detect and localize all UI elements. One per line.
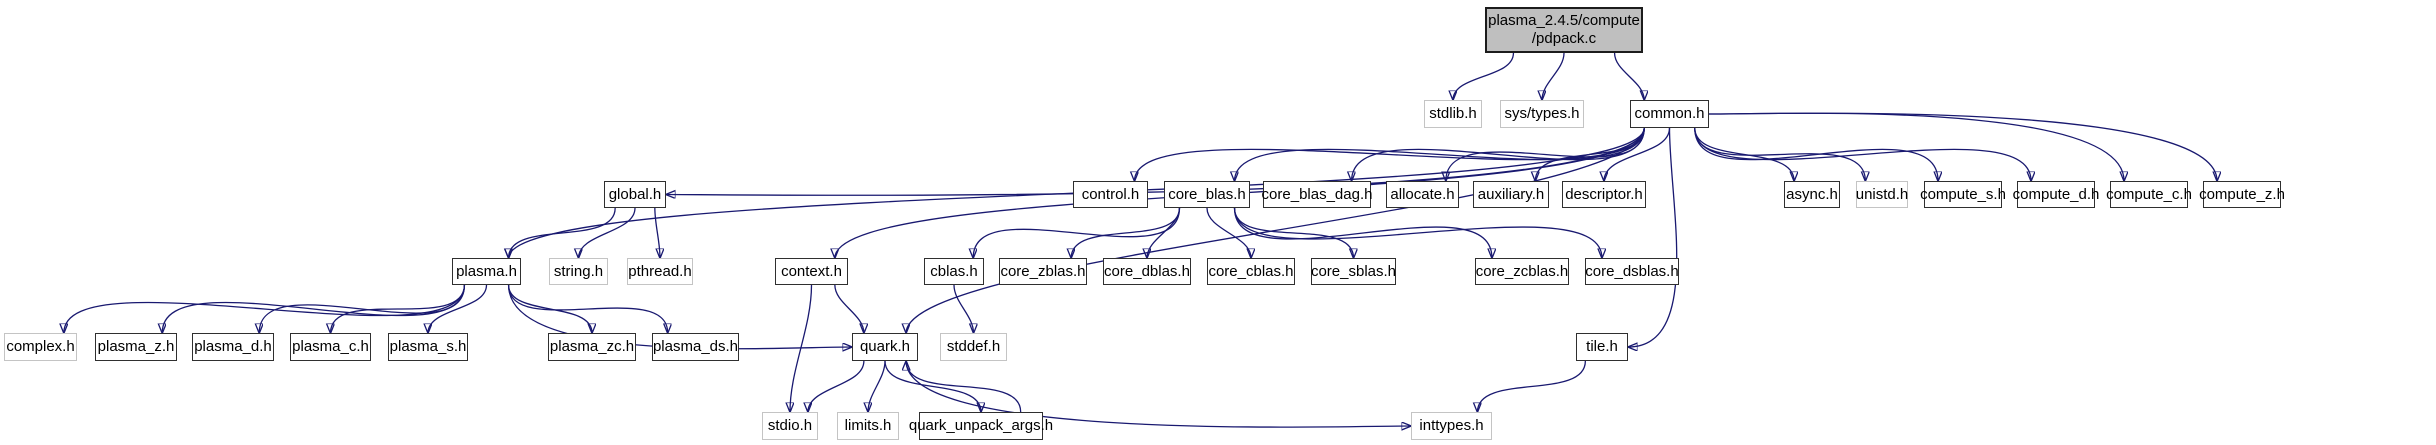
edge-quark-to-stdio (808, 360, 865, 412)
edge-pdpack-to-systypes (1542, 52, 1565, 100)
graph-node-stdlib: stdlib.h (1424, 100, 1482, 128)
graph-node-stdio: stdio.h (762, 412, 818, 440)
graph-node-inttypes: inttypes.h (1411, 412, 1492, 440)
graph-node-core_zblas[interactable]: core_zblas.h (999, 258, 1087, 285)
edge-cblas-to-stddef (953, 284, 974, 333)
graph-node-core_cblas[interactable]: core_cblas.h (1207, 258, 1295, 285)
edge-plasma-to-complex (64, 284, 466, 333)
edge-core_blas-to-core_sblas (1233, 207, 1354, 258)
graph-node-plasma_z[interactable]: plasma_z.h (95, 333, 177, 361)
graph-node-limits: limits.h (837, 412, 899, 440)
edge-quark-to-quark_unpack_args (884, 360, 981, 412)
graph-node-common[interactable]: common.h (1630, 100, 1709, 128)
graph-node-core_sblas[interactable]: core_sblas.h (1311, 258, 1396, 285)
graph-node-plasma_s[interactable]: plasma_s.h (388, 333, 468, 361)
graph-node-cblas[interactable]: cblas.h (924, 258, 984, 285)
edge-common-to-compute_z (1708, 112, 2217, 181)
graph-node-context[interactable]: context.h (775, 258, 848, 285)
edge-common-to-quark (906, 127, 1645, 333)
edge-common-to-compute_d (1694, 127, 2031, 181)
graph-node-async[interactable]: async.h (1784, 181, 1840, 208)
graph-node-core_blas[interactable]: core_blas.h (1164, 181, 1250, 208)
edge-global-to-pthread (654, 207, 660, 258)
edge-plasma-to-plasma_d (259, 284, 466, 333)
edge-plasma-to-plasma_c (331, 284, 466, 333)
graph-node-core_dsblas[interactable]: core_dsblas.h (1585, 258, 1679, 285)
edge-common-to-control (1135, 127, 1645, 181)
graph-node-compute_d[interactable]: compute_d.h (2013, 181, 2099, 208)
edge-pdpack-to-stdlib (1453, 52, 1515, 100)
edge-context-to-quark (834, 284, 864, 333)
edge-global-to-string (579, 207, 636, 258)
graph-node-quark_unpack_args[interactable]: quark_unpack_args.h (909, 412, 1053, 440)
edge-common-to-tile (1628, 127, 1678, 347)
graph-node-pdpack: plasma_2.4.5/compute /pdpack.c (1485, 7, 1643, 53)
edge-common-to-allocate (1446, 127, 1645, 181)
graph-node-compute_s[interactable]: compute_s.h (1920, 181, 2006, 208)
graph-node-core_dblas[interactable]: core_dblas.h (1103, 258, 1191, 285)
edge-core_blas-to-core_dsblas (1233, 207, 1602, 258)
graph-node-tile[interactable]: tile.h (1576, 333, 1628, 361)
edge-context-to-stdio (790, 284, 813, 412)
graph-node-plasma[interactable]: plasma.h (452, 258, 521, 285)
graph-node-auxiliary[interactable]: auxiliary.h (1473, 181, 1549, 208)
graph-node-core_blas_dag[interactable]: core_blas_dag.h (1262, 181, 1372, 208)
edge-plasma-to-plasma_s (428, 284, 488, 333)
edge-common-to-core_blas (1235, 127, 1645, 181)
edge-quark-to-limits (868, 360, 886, 412)
graph-node-string: string.h (549, 258, 608, 285)
graph-node-unistd: unistd.h (1856, 181, 1908, 208)
graph-node-core_zcblas[interactable]: core_zcblas.h (1475, 258, 1569, 285)
edge-quark_unpack_args-to-quark (906, 361, 1022, 413)
graph-node-complex: complex.h (4, 333, 77, 361)
graph-node-allocate[interactable]: allocate.h (1386, 181, 1459, 208)
graph-node-stddef: stddef.h (940, 333, 1007, 361)
graph-node-global[interactable]: global.h (604, 181, 666, 208)
edge-tile-to-inttypes (1477, 360, 1587, 412)
graph-node-systypes: sys/types.h (1500, 100, 1584, 128)
graph-node-plasma_ds[interactable]: plasma_ds.h (652, 333, 739, 361)
graph-node-quark[interactable]: quark.h (852, 333, 918, 361)
graph-node-control[interactable]: control.h (1073, 181, 1148, 208)
graph-node-plasma_c[interactable]: plasma_c.h (290, 333, 371, 361)
graph-node-descriptor[interactable]: descriptor.h (1562, 181, 1646, 208)
graph-node-compute_z[interactable]: compute_z.h (2199, 181, 2285, 208)
edge-global-to-plasma (509, 207, 616, 258)
graph-node-plasma_d[interactable]: plasma_d.h (192, 333, 274, 361)
edge-plasma-to-quark (507, 284, 852, 349)
graph-node-pthread: pthread.h (627, 258, 693, 285)
edge-core_blas-to-cblas (973, 207, 1181, 258)
graph-node-compute_c[interactable]: compute_c.h (2106, 181, 2192, 208)
edge-plasma-to-plasma_ds (507, 284, 668, 333)
graph-node-plasma_zc[interactable]: plasma_zc.h (548, 333, 636, 361)
edge-quark-to-inttypes (905, 360, 1411, 427)
edge-core_blas-to-core_zblas (1071, 207, 1181, 258)
edge-common-to-auxiliary (1535, 127, 1645, 181)
edge-core_blas-to-core_zcblas (1233, 207, 1492, 258)
edge-core_blas-to-core_dblas (1147, 207, 1181, 258)
edge-pdpack-to-common (1613, 52, 1645, 100)
edge-common-to-descriptor (1604, 127, 1671, 181)
edge-core_blas-to-core_cblas (1206, 207, 1251, 258)
edge-common-to-compute_s (1694, 127, 1938, 181)
